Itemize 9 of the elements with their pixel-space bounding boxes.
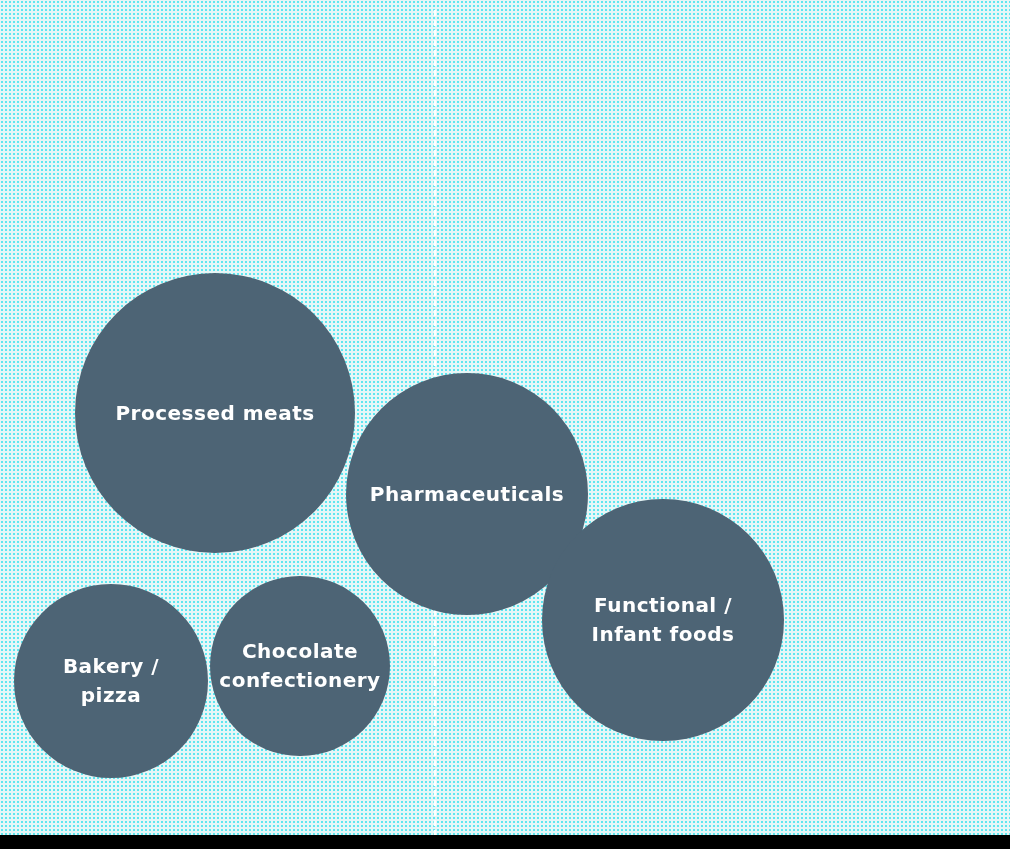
bubble-label: Functional / Infant foods	[590, 592, 736, 648]
bubble-label: Pharmaceuticals	[369, 480, 565, 508]
bubble	[542, 499, 784, 741]
bubble-label: Chocolate confectionery	[218, 638, 382, 694]
bubble	[14, 584, 208, 778]
bubble-label: Bakery / pizza	[61, 653, 161, 709]
bubble	[75, 273, 355, 553]
bubble-label: Processed meats	[115, 399, 315, 427]
bubble	[210, 576, 390, 756]
